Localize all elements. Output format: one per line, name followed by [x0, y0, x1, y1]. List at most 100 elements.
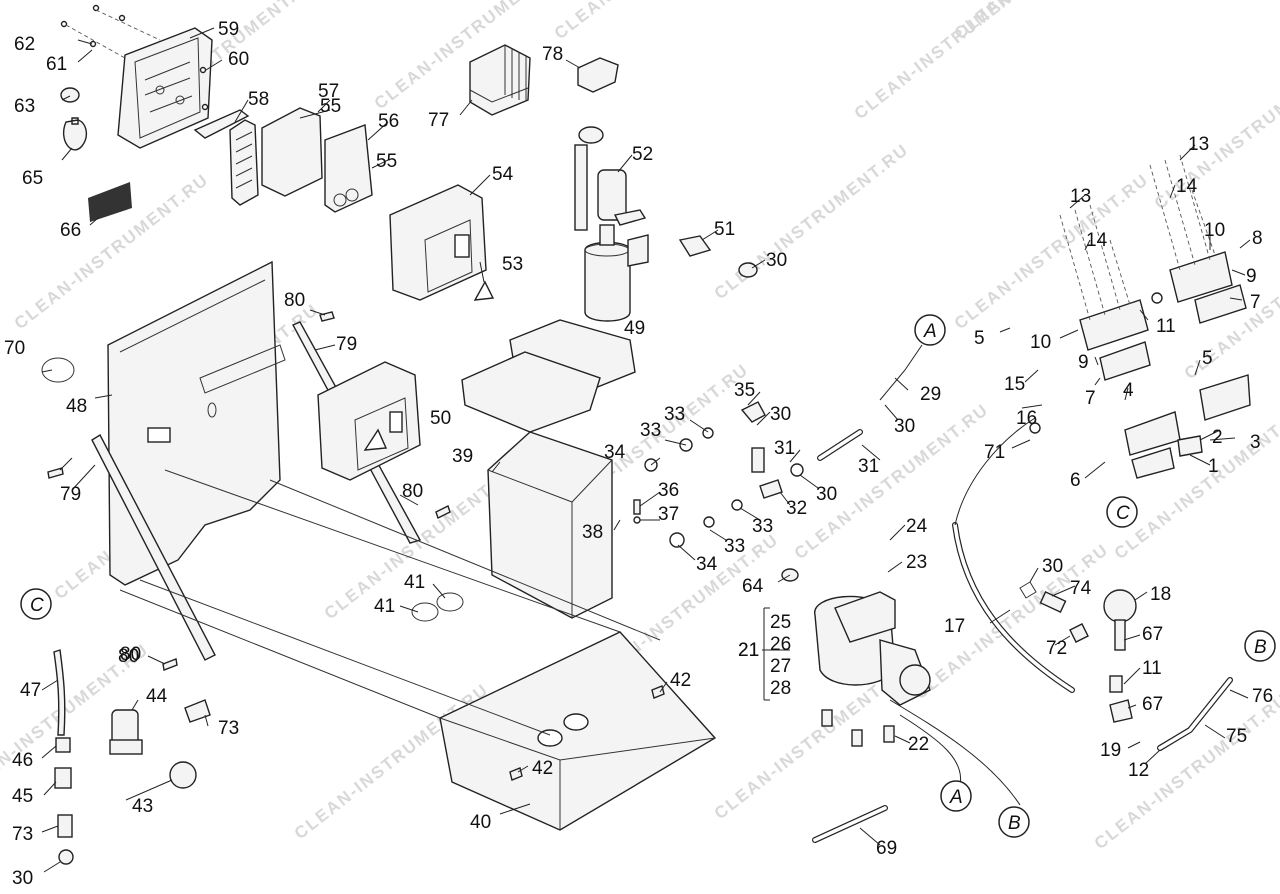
part-number-label: 14: [1086, 230, 1108, 251]
terminal-block-assembly: [193, 107, 373, 213]
watermark-text: CLEAN-INSTRUMENT.RU: [951, 0, 1153, 43]
ring-right: [436, 592, 464, 612]
part-number-label: 73: [218, 718, 239, 739]
part-number-label: 73: [12, 824, 33, 845]
base-frame: [439, 631, 717, 831]
part-number-label: 14: [1176, 176, 1198, 197]
part-number-label: 63: [14, 96, 35, 117]
part-number-label: 17: [944, 616, 965, 637]
part-number-label: 35: [734, 380, 755, 401]
pump-motor: [781, 568, 931, 747]
frame-rails: [119, 469, 661, 736]
hose-b-bottom: [889, 699, 1021, 806]
part-number-label: 11: [1156, 316, 1176, 337]
terminal-connector: [577, 57, 619, 93]
valve-stems: [1059, 154, 1216, 321]
part-number-label: 47: [20, 680, 41, 701]
screws-top-left: [60, 4, 209, 111]
leader-lines: [41, 27, 1251, 873]
bracket-21: [763, 607, 770, 701]
part-number-label: 60: [228, 49, 249, 70]
part-number-label: 15: [1004, 374, 1025, 395]
part-number-label: 29: [920, 384, 941, 405]
part-number-label: 33: [664, 404, 685, 425]
part-number-label: 42: [670, 670, 691, 691]
panel-control-cover: [317, 361, 421, 481]
hose-fitting: [678, 235, 712, 257]
part-number-label: 34: [696, 554, 718, 575]
part-number-label: 51: [714, 219, 735, 240]
control-cover: [389, 184, 487, 301]
part-number-label: 5: [974, 328, 985, 349]
bracket-part-label: 26: [770, 634, 791, 655]
part-number-label: 40: [470, 812, 491, 833]
control-box-housing: [117, 27, 213, 149]
part-number-label: 12: [1128, 760, 1149, 781]
part-number-label: 10: [1030, 332, 1051, 353]
connector-marker: B: [1244, 630, 1276, 662]
part-number-label: 78: [542, 44, 563, 65]
part-number-label: 21: [738, 640, 759, 661]
part-number-label: 46: [12, 750, 33, 771]
connector-circle: [998, 806, 1030, 838]
part-number-label: 62: [14, 34, 35, 55]
connector-letter: A: [949, 787, 963, 808]
part-number-label: 42: [532, 758, 553, 779]
part-number-label: 16: [1016, 408, 1037, 429]
connector-letter: C: [30, 595, 44, 616]
part-number-label: 57: [318, 81, 339, 102]
part-number-label: 30: [816, 484, 837, 505]
part-number-label: 37: [658, 504, 679, 525]
part-number-label: 39: [452, 446, 473, 467]
gauge-assembly: [1019, 581, 1137, 723]
part-number-label: 69: [876, 838, 897, 859]
part-number-label: 10: [1204, 220, 1225, 241]
support-bar-left: [91, 434, 216, 661]
hose-c-link: [954, 417, 1036, 526]
fittings-middle: [644, 401, 804, 548]
part-number-label: 36: [658, 480, 679, 501]
part-number-label: 43: [132, 796, 153, 817]
part-number-label: 41: [374, 596, 395, 617]
part-number-label: 8: [1252, 228, 1263, 249]
part-number-label: 18: [1150, 584, 1171, 605]
part-number-label: 4: [1123, 380, 1134, 401]
part-number-label: 24: [906, 516, 928, 537]
ring-left: [411, 602, 439, 622]
part-number-label: 79: [60, 484, 81, 505]
part-number-label: 54: [492, 164, 514, 185]
part-number-label: 52: [632, 144, 653, 165]
part-number-label: 7: [1250, 292, 1261, 313]
part-number-label: 31: [858, 456, 879, 477]
tank: [487, 431, 613, 619]
part-number-label: 34: [604, 442, 626, 463]
part-number-label: 76: [1252, 686, 1273, 707]
part-number-label: 30: [12, 868, 33, 889]
part-number-label: 48: [66, 396, 87, 417]
connector-circle: [20, 588, 52, 620]
part-number-label: 9: [1078, 352, 1089, 373]
contactor: [469, 44, 531, 116]
part-number-label: 30: [894, 416, 915, 437]
part-number-label: 32: [786, 498, 807, 519]
part-number-label: 1: [1208, 456, 1219, 477]
cable-tie: [41, 357, 75, 383]
connector-marker: A: [914, 314, 946, 346]
watermark-text: CLEAN-INSTRUMENT.RU: [911, 540, 1113, 703]
bracket-part-label: 25: [770, 612, 791, 633]
hose-a-bottom: [899, 714, 962, 786]
part-number-label: 38: [582, 522, 603, 543]
part-number-label: 33: [724, 536, 745, 557]
part-number-label: 77: [428, 110, 449, 131]
part-number-label: 13: [1188, 134, 1209, 155]
part-number-label: 64: [742, 576, 764, 597]
warning-sticker: [473, 280, 495, 301]
part-number-label: 2: [1212, 427, 1223, 448]
hose-clip: [738, 262, 758, 278]
part-number-label: 67: [1142, 694, 1163, 715]
part-number-label: 13: [1070, 186, 1091, 207]
connector-marker: A: [940, 780, 972, 812]
